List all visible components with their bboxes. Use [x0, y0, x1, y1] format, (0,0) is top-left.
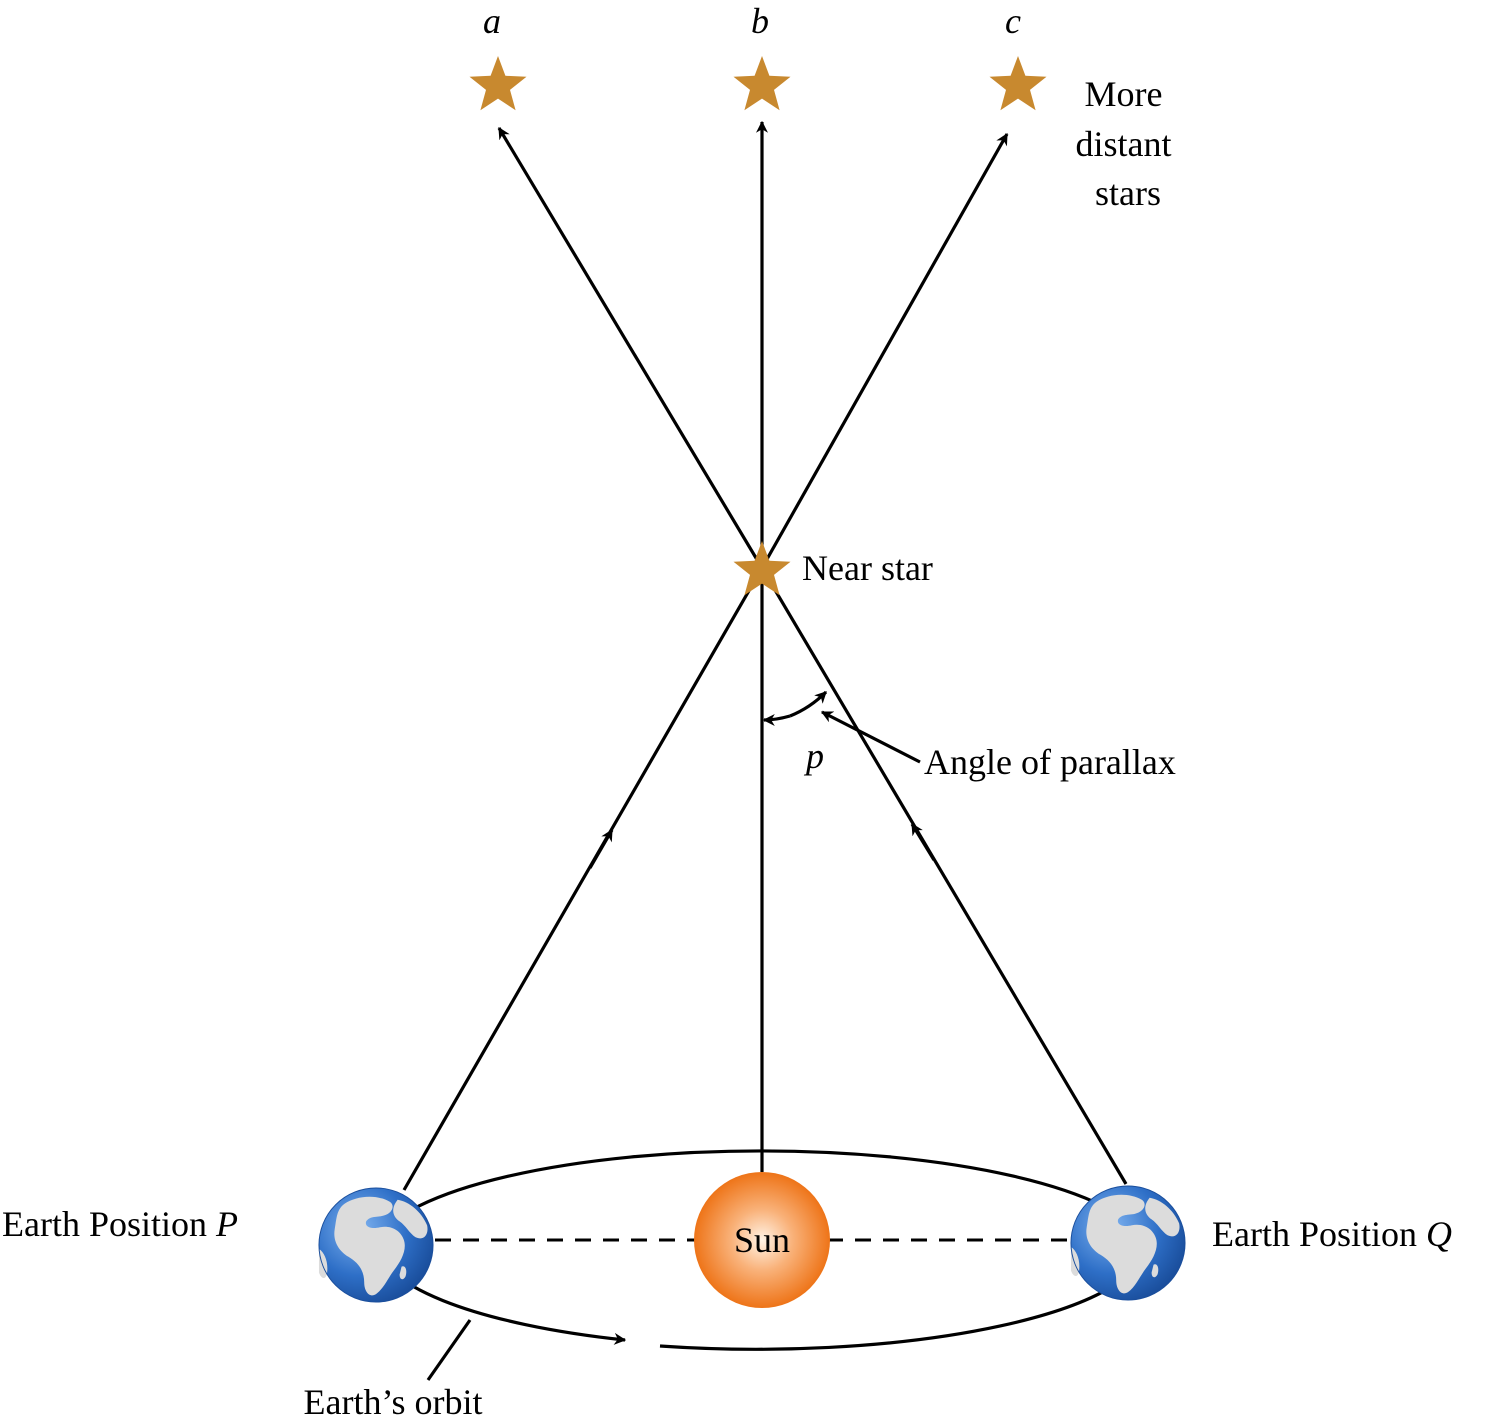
near-star-icon	[733, 541, 791, 596]
earths-orbit-label: Earth’s orbit	[304, 1382, 483, 1422]
star-a-icon	[469, 56, 527, 111]
earth-p-globe-icon	[318, 1187, 434, 1303]
arrow-mid-q	[910, 822, 936, 861]
earth-q-globe-icon	[1070, 1185, 1186, 1301]
more-distant-line-3: stars	[1095, 173, 1161, 213]
parallax-arc	[789, 690, 828, 718]
stars	[469, 56, 1047, 596]
star-c-label: c	[1005, 1, 1021, 41]
star-c-icon	[989, 56, 1047, 111]
earth-position-p-label: Earth Position P	[2, 1204, 238, 1244]
angle-of-parallax-label: Angle of parallax	[924, 742, 1176, 782]
angle-leader	[820, 710, 921, 764]
parallax-arc-back	[762, 713, 791, 726]
orbit-leader	[426, 1319, 472, 1381]
line-near-star-to-c	[760, 132, 1009, 569]
sun-label: Sun	[734, 1220, 790, 1260]
parallax-symbol: p	[803, 736, 824, 776]
more-distant-line-1: More	[1085, 74, 1163, 114]
near-star-label: Near star	[802, 548, 933, 588]
sun: Sun	[694, 1172, 830, 1308]
more-distant-line-2: distant	[1076, 124, 1172, 164]
sun-disc	[694, 1172, 830, 1308]
earth-position-q-label: Earth Position Q	[1212, 1214, 1452, 1254]
line-p-to-near-star	[402, 567, 764, 1191]
more-distant-stars-label: More distant stars	[1076, 74, 1181, 213]
arrow-mid-p	[588, 828, 614, 869]
sight-lines	[402, 120, 1128, 1381]
star-a-label: a	[483, 1, 501, 41]
line-near-star-to-a	[497, 126, 764, 569]
star-b-label: b	[751, 1, 769, 41]
star-b-icon	[733, 56, 791, 111]
line-q-to-near-star	[760, 567, 1128, 1185]
